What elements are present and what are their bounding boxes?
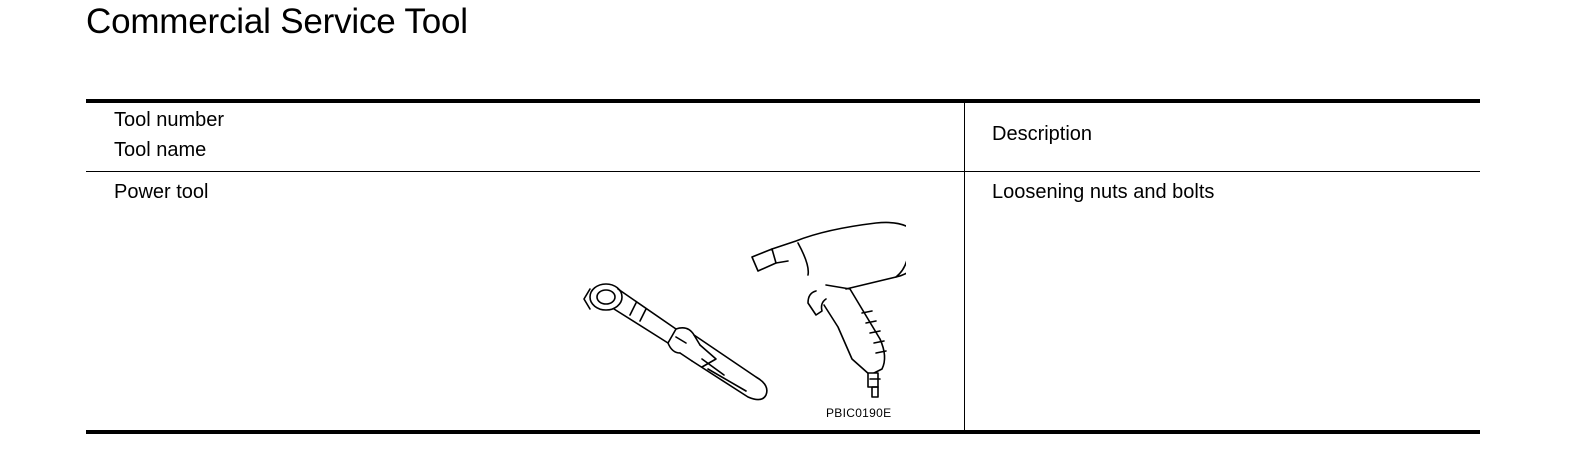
page-title: Commercial Service Tool: [86, 2, 468, 41]
header-rule: [86, 171, 1480, 172]
header-description: Description: [992, 123, 1093, 145]
impact-wrench-icon: [751, 221, 906, 398]
header-tool-name: Tool name: [114, 139, 207, 161]
header-tool-cell: Tool number Tool name: [114, 105, 224, 165]
table-bottom-rule: [86, 430, 1480, 434]
figure-code: PBIC0190E: [826, 406, 892, 420]
power-tool-illustration: [583, 221, 906, 401]
row-tool-name: Power tool: [114, 181, 209, 203]
ratchet-wrench-icon: [583, 283, 768, 401]
column-divider: [964, 103, 965, 430]
row-description: Loosening nuts and bolts: [992, 181, 1215, 203]
table-top-rule: [86, 99, 1480, 103]
header-tool-number: Tool number: [114, 109, 225, 131]
